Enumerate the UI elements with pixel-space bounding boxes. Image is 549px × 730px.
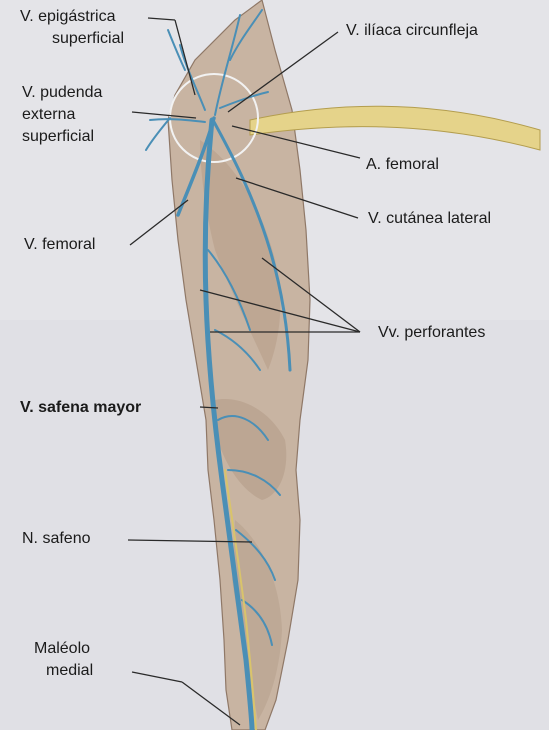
label-maleolo: Maléolo medial	[34, 638, 93, 682]
label-maleolo-line2: medial	[34, 660, 93, 682]
label-maleolo-line1: Maléolo	[34, 638, 93, 660]
label-perforantes: Vv. perforantes	[378, 322, 485, 344]
label-pudenda-line2: externa	[22, 104, 102, 126]
label-femoral-artery: A. femoral	[366, 154, 439, 176]
label-pudenda-line1: V. pudenda	[22, 82, 102, 104]
label-epigastrica: V. epigástrica superficial	[20, 6, 124, 50]
label-epigastrica-line1: V. epigástrica	[20, 6, 124, 28]
label-femoral-vein: V. femoral	[24, 234, 95, 256]
label-pudenda: V. pudenda externa superficial	[22, 82, 102, 148]
label-cutanea-lateral: V. cutánea lateral	[368, 208, 491, 230]
label-iliaca: V. ilíaca circunfleja	[346, 20, 478, 42]
label-epigastrica-line2: superficial	[20, 28, 124, 50]
label-pudenda-line3: superficial	[22, 126, 102, 148]
label-safena-mayor: V. safena mayor	[20, 397, 141, 419]
label-safeno-nerve: N. safeno	[22, 528, 90, 550]
